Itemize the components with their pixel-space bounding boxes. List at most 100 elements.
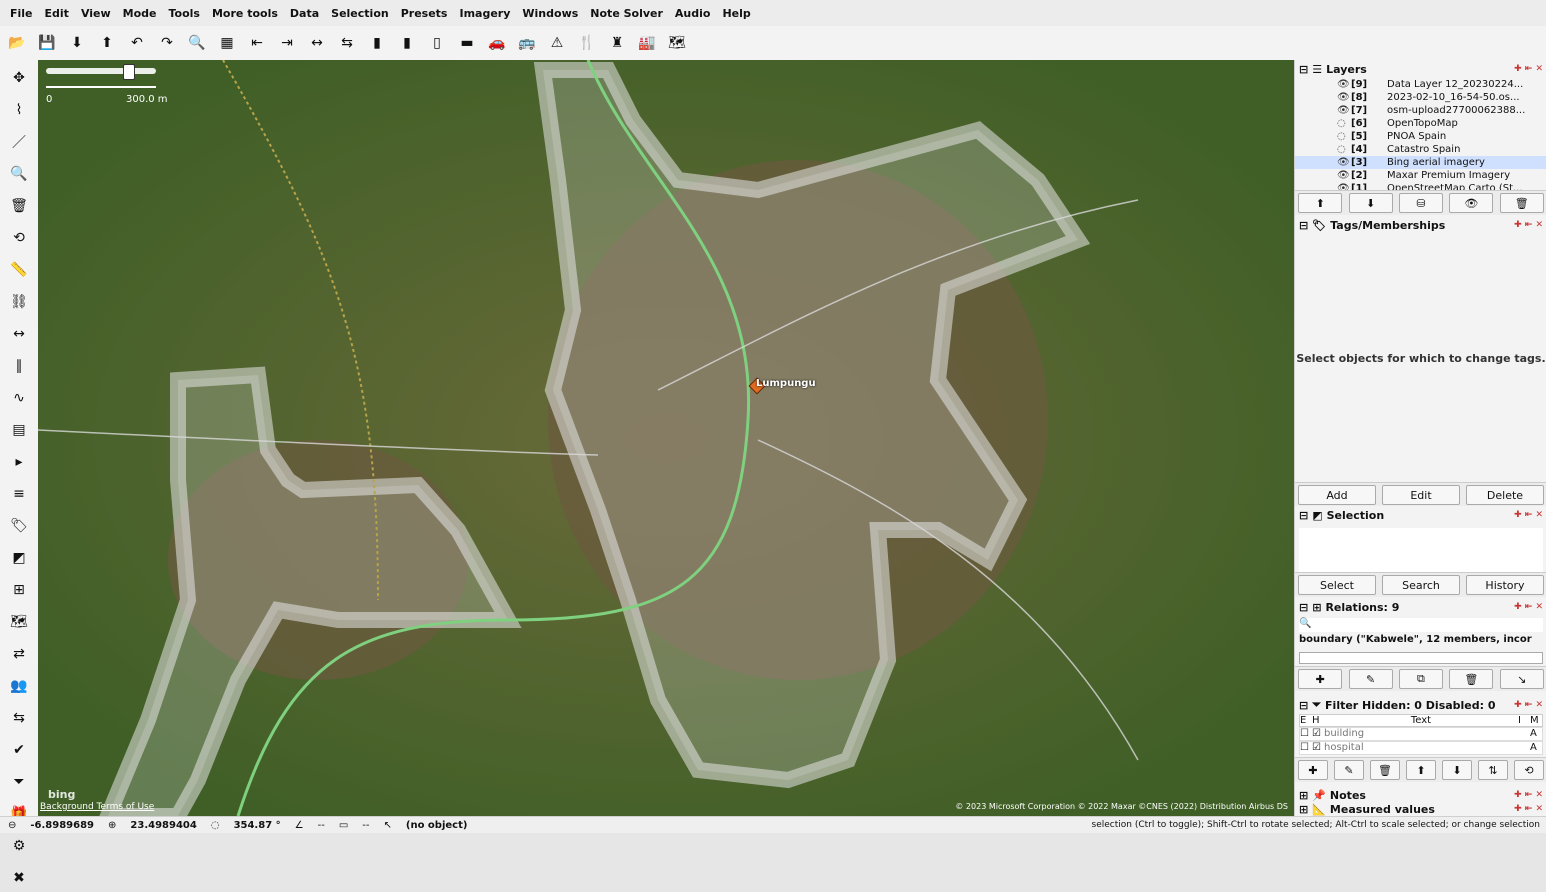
layer-row[interactable]: 👁[3]Bing aerial imagery [1295, 156, 1546, 169]
layer-row[interactable]: 👁[8]2023-02-10_16-54-50.os... [1295, 91, 1546, 104]
zoom-icon[interactable]: 🔍 [188, 35, 206, 51]
menu-view[interactable]: View [80, 6, 111, 20]
panel-controls[interactable]: ✚ ⇤ ✕ [1514, 220, 1543, 230]
more-icon[interactable]: ▸ [15, 454, 23, 470]
delete-tag-button[interactable]: Delete [1466, 485, 1544, 505]
relations-header[interactable]: ⊟ ⊞ Relations: 9 ✚ ⇤ ✕ [1295, 598, 1546, 616]
menu-tools[interactable]: Tools [168, 6, 200, 20]
eye-hidden-icon[interactable]: ◌ [1337, 144, 1346, 155]
zoom-slider[interactable] [46, 68, 156, 74]
tags-header[interactable]: ⊟ 🏷 Tags/Memberships ✚ ⇤ ✕ [1295, 216, 1546, 234]
settings-icon[interactable]: ⚙ [12, 838, 26, 854]
eye-icon[interactable]: 👁 [1337, 92, 1350, 103]
add-tag-button[interactable]: Add [1298, 485, 1376, 505]
panel-controls[interactable]: ✚ ⇤ ✕ [1514, 64, 1543, 74]
edit-tag-button[interactable]: Edit [1382, 485, 1460, 505]
eye-hidden-icon[interactable]: ◌ [1337, 131, 1346, 142]
parallel-icon[interactable]: ∥ [15, 358, 23, 374]
merge-button[interactable]: ⛁ [1398, 193, 1443, 213]
select-button[interactable]: Select [1298, 575, 1376, 595]
delete-icon[interactable]: 🗑 [10, 198, 28, 214]
curve-icon[interactable]: ∿ [13, 390, 25, 406]
new-relation-button[interactable]: ✚ [1298, 669, 1343, 689]
reverse-icon[interactable]: ⇆ [341, 35, 353, 51]
collapse-icon[interactable]: ⊟ [1299, 62, 1309, 76]
validation-icon[interactable]: ✔ [13, 742, 25, 758]
move-up-button[interactable]: ⬆ [1298, 193, 1343, 213]
menu-help[interactable]: Help [722, 6, 751, 20]
duplicate-relation-button[interactable]: ⧉ [1398, 669, 1443, 689]
relations-icon[interactable]: ⊞ [13, 582, 25, 598]
industry-icon[interactable]: 🏭 [638, 35, 656, 51]
tags-icon[interactable]: 🏷 [10, 518, 28, 534]
save-icon[interactable]: 💾 [38, 35, 56, 51]
sort-filter-button[interactable]: ⇅ [1478, 760, 1508, 780]
measure-icon[interactable]: 📏 [10, 262, 28, 278]
eye-icon[interactable]: 👁 [1337, 105, 1350, 116]
collapse-icon[interactable]: ⊟ [1299, 218, 1309, 232]
map-view[interactable]: 0 300.0 m Lumpungu bing Background Terms… [38, 60, 1294, 816]
selection-list[interactable] [1299, 528, 1543, 572]
delete-relation-button[interactable]: 🗑 [1449, 669, 1494, 689]
layers-list[interactable]: 👁[9]Data Layer 12_20230224...👁[8]2023-02… [1295, 78, 1546, 195]
properties-icon[interactable]: ▦ [220, 35, 234, 51]
map-toggle-icon[interactable]: 🗺 [10, 614, 28, 630]
redo-icon[interactable]: ↷ [161, 35, 173, 51]
download-icon[interactable]: ⬇ [71, 35, 83, 51]
toggle-filter-button[interactable]: ⟲ [1514, 760, 1544, 780]
filter-icon[interactable]: ⏷ [13, 774, 25, 790]
relation-item[interactable]: boundary ("Kabwele", 12 members, incor [1299, 634, 1532, 645]
close-icon[interactable]: ✖ [13, 870, 25, 886]
relations-filter-input[interactable]: 🔍 [1299, 618, 1543, 632]
bus-icon[interactable]: 🚌 [518, 35, 536, 51]
collapse-icon[interactable]: ⊟ [1299, 508, 1309, 522]
filter-m[interactable]: A [1530, 742, 1537, 753]
undo-icon[interactable]: ↶ [131, 35, 143, 51]
delete-filter-button[interactable]: 🗑 [1370, 760, 1400, 780]
menu-imagery[interactable]: Imagery [459, 6, 511, 20]
users-icon[interactable]: 👥 [10, 678, 28, 694]
select-icon[interactable]: ✥ [13, 70, 25, 86]
collapse-icon[interactable]: ⊟ [1299, 600, 1309, 614]
wall-icon[interactable]: ▬ [460, 35, 474, 51]
zoom-slider-handle[interactable] [123, 64, 135, 80]
move-down-button[interactable]: ⬇ [1348, 193, 1393, 213]
menu-note-solver[interactable]: Note Solver [590, 6, 663, 20]
filter-m[interactable]: A [1530, 728, 1537, 739]
barrier-icon[interactable]: ▮ [403, 35, 411, 51]
split-icon[interactable]: ⟲ [13, 230, 25, 246]
layers-icon[interactable]: ≡ [13, 486, 25, 502]
food-icon[interactable]: 🍴 [578, 35, 596, 51]
warning-icon[interactable]: ⚠ [550, 35, 564, 51]
enable-checkbox[interactable]: ☐ [1300, 728, 1309, 739]
panel-controls[interactable]: ✚ ⇤ ✕ [1514, 804, 1543, 814]
search-button[interactable]: Search [1382, 575, 1460, 595]
panel-controls[interactable]: ✚ ⇤ ✕ [1514, 790, 1543, 800]
draw-icon[interactable]: ／ [12, 135, 26, 151]
move-up-filter-button[interactable]: ⬆ [1406, 760, 1436, 780]
castle-icon[interactable]: ♜ [610, 35, 624, 51]
extrude-icon[interactable]: ↔ [13, 326, 25, 342]
add-filter-button[interactable]: ✚ [1298, 760, 1328, 780]
align-left-icon[interactable]: ⇤ [251, 35, 263, 51]
eye-icon[interactable]: 👁 [1337, 157, 1350, 168]
history-button[interactable]: History [1466, 575, 1544, 595]
scale-bar[interactable]: 0 300.0 m [46, 64, 196, 114]
car-icon[interactable]: 🚗 [488, 35, 506, 51]
layer-row[interactable]: 👁[2]Maxar Premium Imagery [1295, 169, 1546, 182]
layer-row[interactable]: 👁[7]osm-upload27700062388... [1295, 104, 1546, 117]
expand-icon[interactable]: ⊞ [1299, 788, 1309, 802]
panel-controls[interactable]: ✚ ⇤ ✕ [1514, 602, 1543, 612]
zoom-icon[interactable]: 🔍 [10, 166, 28, 182]
conflict-icon[interactable]: ⇆ [13, 710, 25, 726]
layer-row[interactable]: ◌[4]Catastro Spain [1295, 143, 1546, 156]
eye-hidden-icon[interactable]: ◌ [1337, 118, 1346, 129]
delete-layer-button[interactable]: 🗑 [1499, 193, 1544, 213]
spacer-icon[interactable]: ↔ [311, 35, 323, 51]
menu-mode[interactable]: Mode [122, 6, 157, 20]
traffic-light-icon[interactable]: ▮ [373, 35, 381, 51]
menu-file[interactable]: File [10, 6, 33, 20]
lasso-icon[interactable]: ⌇ [15, 102, 23, 118]
